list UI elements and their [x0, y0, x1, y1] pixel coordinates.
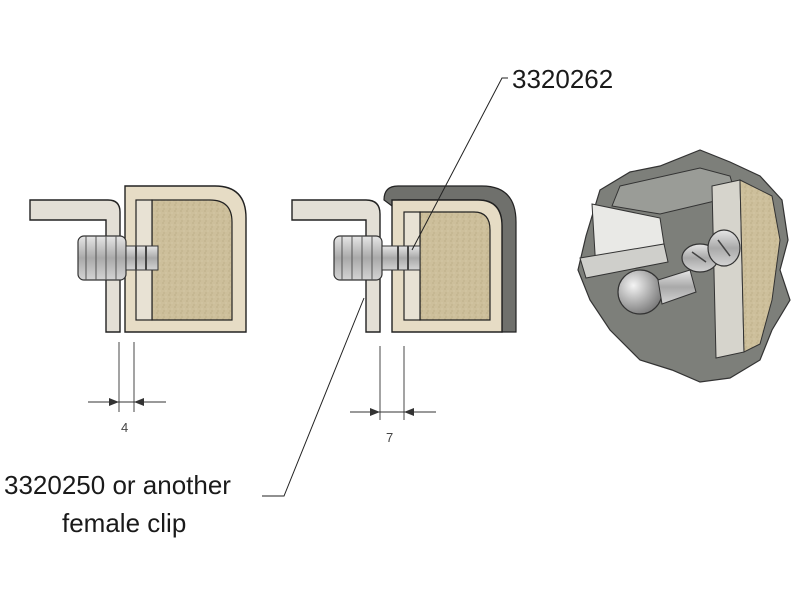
middle-fastener: [333, 235, 421, 281]
bottom-leader-line: [262, 297, 365, 497]
detail-insulation: [739, 179, 781, 353]
detail-ball-stud: [617, 269, 663, 315]
middle-panel-core: [419, 211, 491, 321]
middle-bracket: [291, 199, 381, 333]
middle-gap-value: 7: [386, 430, 393, 445]
left-panel-core: [151, 199, 233, 321]
middle-assembly: 7: [291, 185, 517, 445]
left-assembly: 4: [29, 185, 247, 435]
bottom-callout-line2: female clip: [62, 508, 186, 538]
top-leader-line: [411, 77, 508, 251]
detail-clip: [681, 229, 741, 273]
top-callout-label: 3320262: [512, 64, 613, 94]
left-dimension: 4: [88, 342, 166, 435]
detail-view: [577, 149, 791, 383]
middle-dimension: 7: [350, 346, 436, 445]
detail-panel-plate: [711, 179, 745, 359]
left-fastener: [77, 235, 159, 281]
detail-bracket-edge: [579, 243, 669, 279]
left-bracket: [29, 199, 121, 333]
bottom-callout-line1: 3320250 or another: [4, 470, 231, 500]
left-gap-value: 4: [121, 420, 128, 435]
